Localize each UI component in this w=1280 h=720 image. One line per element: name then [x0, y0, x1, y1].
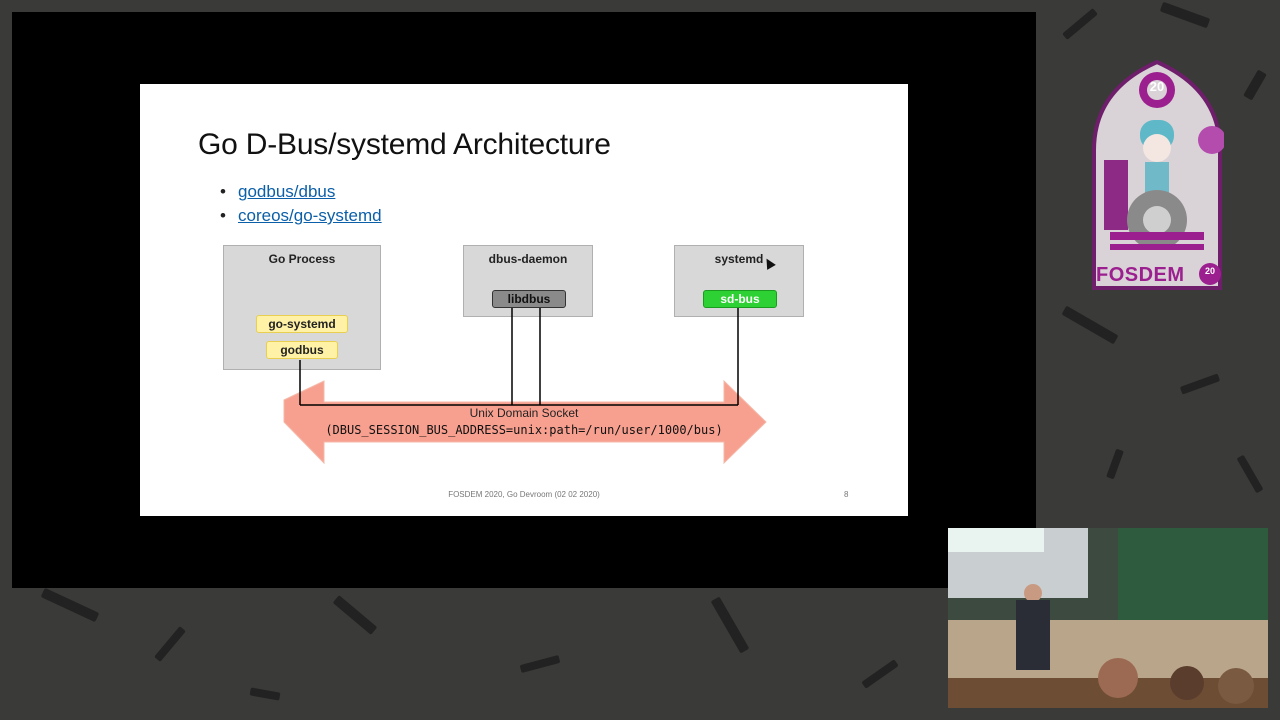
audience-head — [1170, 666, 1204, 700]
logo-badge-small: 20 — [1204, 266, 1215, 276]
speaker-camera-view — [948, 528, 1268, 708]
arrow-label: Unix Domain Socket — [469, 406, 579, 420]
slide-footer: FOSDEM 2020, Go Devroom (02 02 2020) — [448, 490, 600, 499]
go-process-box: Go Process go-systemd godbus — [223, 245, 381, 370]
fosdem-wordmark: FOSDEM — [1096, 264, 1185, 286]
go-systemd-chip: go-systemd — [256, 315, 348, 333]
arrow-address: (DBUS_SESSION_BUS_ADDRESS=unix:path=/run… — [325, 423, 723, 437]
slide-title: Go D-Bus/systemd Architecture — [198, 128, 611, 161]
box-title: dbus-daemon — [488, 252, 568, 266]
godbus-link[interactable]: godbus/dbus — [238, 182, 336, 201]
projection-light — [948, 528, 1044, 552]
list-item: coreos/go-systemd — [220, 204, 382, 228]
link-list: godbus/dbus coreos/go-systemd — [220, 180, 382, 228]
chalkboard — [1118, 528, 1268, 620]
audience-head — [1098, 658, 1138, 698]
page-number: 8 — [844, 490, 849, 499]
godbus-chip: godbus — [266, 341, 338, 359]
audience-head — [1218, 668, 1254, 704]
dbus-daemon-box: dbus-daemon libdbus — [463, 245, 593, 317]
unix-socket-arrow — [283, 308, 767, 465]
logo-badge-top: 20 — [1149, 79, 1165, 94]
video-frame: Go D-Bus/systemd Architecture godbus/dbu… — [12, 12, 1036, 588]
list-item: godbus/dbus — [220, 180, 382, 204]
slide: Go D-Bus/systemd Architecture godbus/dbu… — [140, 84, 908, 516]
fosdem-logo: 20 FOSDEM 20 — [1090, 59, 1226, 290]
speaker-head — [1024, 584, 1042, 602]
box-title: Go Process — [268, 252, 336, 266]
box-title: systemd — [714, 252, 764, 266]
systemd-box: systemd sd-bus — [674, 245, 804, 317]
sd-bus-chip: sd-bus — [703, 290, 777, 308]
libdbus-chip: libdbus — [492, 290, 566, 308]
fosdem-mascot-icon — [1092, 59, 1226, 290]
go-systemd-link[interactable]: coreos/go-systemd — [238, 206, 382, 225]
speaker-body — [1016, 600, 1050, 670]
